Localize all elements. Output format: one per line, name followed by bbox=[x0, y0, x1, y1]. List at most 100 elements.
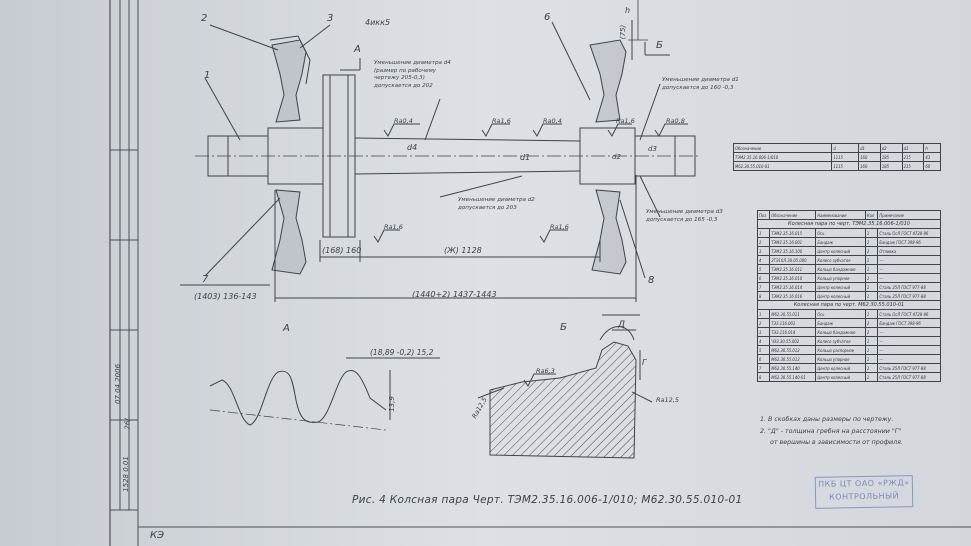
table-cell: — bbox=[877, 273, 941, 283]
section-b-mark: Б bbox=[656, 40, 663, 51]
table-cell: Центр колесный bbox=[815, 372, 866, 382]
table-group-title: Колесная пара по черт. М62.30.55.010-01 bbox=[757, 300, 941, 310]
table-cell: Сталь 25Л ГОСТ 977-88 bbox=[877, 291, 941, 301]
wheelset-drawing bbox=[180, 20, 700, 302]
table-cell: 1 bbox=[864, 264, 879, 274]
dim-160: (168) 160 bbox=[322, 246, 362, 255]
figure-caption: Рис. 4 Колсная пара Черт. ТЭМ2.35.16.006… bbox=[352, 494, 743, 506]
table-cell: М62.30.55.010-01 bbox=[732, 161, 833, 171]
table-header: h bbox=[923, 143, 941, 153]
view-a-gear-teeth bbox=[209, 357, 440, 431]
table-cell: Кольцо бандажное bbox=[815, 327, 866, 337]
table-row: М62.30.55.010-01 1115 160 185 215 60 bbox=[732, 161, 941, 171]
footnote-1: 1. В скобках даны размеры по чертежу. bbox=[760, 416, 894, 423]
table-cell: Сталь 25Л ГОСТ 977-88 bbox=[877, 363, 941, 373]
side-text-1: 1528 0.01 bbox=[121, 456, 130, 492]
table-header: Поз bbox=[756, 210, 771, 220]
table-cell: 2 bbox=[864, 327, 879, 337]
table-cell: Центр колесный bbox=[815, 291, 866, 301]
table-cell: 1 bbox=[864, 363, 879, 373]
dim-136: (1403) 136-143 bbox=[194, 292, 257, 301]
table-cell: 3 bbox=[756, 246, 771, 256]
stamp-line-2: КОНТРОЛЬНЫЙ bbox=[828, 491, 900, 502]
table-cell: 1 bbox=[864, 255, 879, 265]
dim-75: (75) bbox=[619, 24, 628, 40]
table-header-row: Поз Обозначение Наименование Кол Примеча… bbox=[756, 210, 941, 220]
table-cell: ТЭМ2.35.16.011 bbox=[769, 264, 817, 274]
table-header: Обозначение bbox=[732, 143, 833, 153]
callout-2: 2 bbox=[201, 13, 208, 24]
h-label: h bbox=[625, 6, 631, 15]
table-cell: ТЭМ2.35.16.010 bbox=[769, 273, 817, 283]
table-cell: Колесо зубчатое bbox=[815, 255, 866, 265]
table-cell: М62.30.55.013 bbox=[769, 354, 817, 364]
table-header: Обозначение bbox=[769, 210, 817, 220]
table-cell: Ось bbox=[815, 228, 866, 238]
table-cell: 215 bbox=[901, 161, 925, 171]
table-cell: Кольцо упорное bbox=[815, 273, 866, 283]
tooth-15-2: (18,89 -0,2) 15,2 bbox=[370, 348, 434, 357]
table-cell: 6 bbox=[756, 354, 771, 364]
ra-1-6: Ra1,6 bbox=[492, 117, 511, 125]
table-cell: 8 bbox=[756, 291, 771, 301]
table-header: d bbox=[831, 143, 860, 153]
table-cell: Бандаж ГОСТ 398-96 bbox=[877, 318, 941, 328]
side-text-2: 07.04.2006 bbox=[114, 363, 123, 405]
footnote-3: от вершины в зависимости от профиля. bbox=[770, 439, 903, 446]
ra-0-8: Ra0,8 bbox=[666, 117, 685, 125]
table-cell: 4 bbox=[756, 255, 771, 265]
table-cell: — bbox=[877, 327, 941, 337]
table-cell: 1 bbox=[864, 228, 879, 238]
table-cell: 7 bbox=[756, 282, 771, 292]
table-cell: 185 bbox=[879, 161, 903, 171]
table-cell: Сталь ОсЛ ГОСТ 4728-96 bbox=[877, 309, 941, 319]
table-header: d2 bbox=[879, 143, 903, 153]
corner-label: КЭ bbox=[150, 530, 165, 541]
table-cell: 1115 bbox=[831, 152, 860, 162]
table-cell: ТЭ3.116.014 bbox=[769, 327, 817, 337]
table-cell: 185 bbox=[879, 152, 903, 162]
table-cell: Кольцо упорное bbox=[815, 354, 866, 364]
table-cell: Колесо зубчатое bbox=[815, 336, 866, 346]
table-cell: ТЭМ2.35.16.016 bbox=[769, 291, 817, 301]
table-cell: Сталь 25Л ГОСТ 977-88 bbox=[877, 282, 941, 292]
table-cell: 1 bbox=[864, 291, 879, 301]
table-cell: ТЭМ2.35.16.100 bbox=[769, 246, 817, 256]
table-cell: 2 bbox=[864, 246, 879, 256]
table-cell: Сталь 25Л ГОСТ 977-88 bbox=[877, 372, 941, 382]
table-cell: 6 bbox=[756, 273, 771, 283]
callout-3: 3 bbox=[327, 13, 334, 24]
dim-1437: (1440+2) 1437-1443 bbox=[412, 290, 497, 299]
table-cell: 2 bbox=[756, 318, 771, 328]
table-cell: 5 bbox=[756, 264, 771, 274]
table-header: Кол bbox=[864, 210, 879, 220]
table-cell: Центр колесный bbox=[815, 246, 866, 256]
table-cell: Бандаж ГОСТ 398-96 bbox=[877, 237, 941, 247]
table-cell: 3 bbox=[756, 327, 771, 337]
ra-0-4: Ra0,4 bbox=[394, 117, 413, 125]
table-cell: М62.30.55.140 bbox=[769, 363, 817, 373]
table-cell: ТЭ3.116.001 bbox=[769, 318, 817, 328]
table-cell: 1 bbox=[864, 354, 879, 364]
control-stamp: ПКБ ЦТ ОАО «РЖД» КОНТРОЛЬНЫЙ bbox=[814, 475, 914, 509]
ra-1-6-d: Ra1,6 bbox=[550, 223, 569, 231]
gamma-label: Г bbox=[642, 358, 647, 367]
tolerance-label: 4икк5 bbox=[365, 18, 391, 27]
view-b-title: Б bbox=[560, 322, 567, 333]
callout-6: 6 bbox=[544, 12, 551, 23]
section-d-label: Д bbox=[618, 320, 626, 330]
d3-label: d3 bbox=[648, 145, 657, 153]
d2-label: d2 bbox=[612, 153, 621, 161]
table-cell: — bbox=[877, 264, 941, 274]
table-header: d1 bbox=[858, 143, 881, 153]
table-cell: 43 bbox=[923, 152, 941, 162]
table-cell: Сталь ОсЛ ГОСТ 4728-96 bbox=[877, 228, 941, 238]
d1-label: d1 bbox=[520, 153, 531, 162]
